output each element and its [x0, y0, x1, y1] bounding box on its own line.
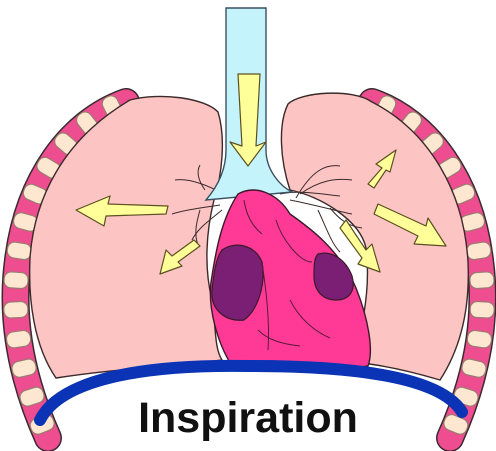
left-rib	[6, 330, 32, 349]
left-rib	[4, 272, 29, 289]
right-rib	[470, 272, 495, 289]
right-rib	[466, 330, 492, 349]
right-atrium	[314, 253, 353, 300]
diagram-caption: Inspiration	[98, 392, 398, 444]
right-rib	[470, 301, 495, 318]
left-rib	[3, 301, 28, 318]
